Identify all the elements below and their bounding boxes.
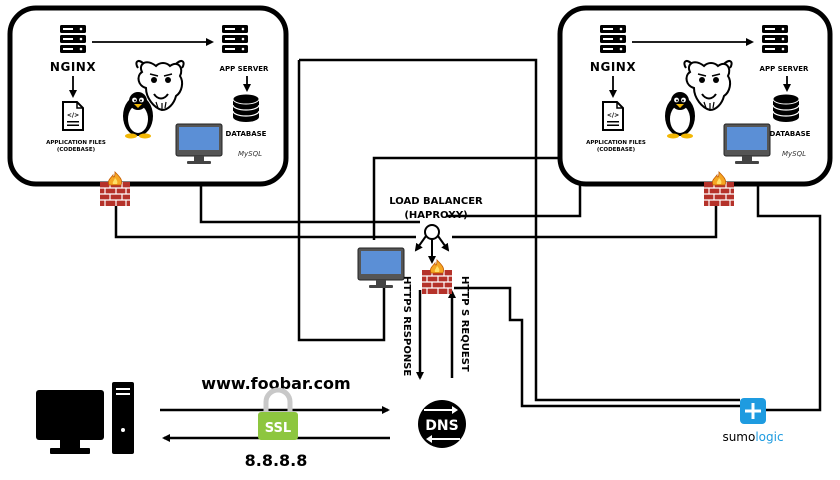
code-file-icon — [62, 101, 84, 131]
database-label: DATABASE — [226, 130, 267, 138]
app-server-label: APP SERVER — [760, 65, 810, 73]
dns-bottom-arrowhead — [426, 435, 432, 443]
load-balancer-subtitle: (HAPROXY) — [404, 210, 467, 221]
dns-server: DNS — [418, 400, 466, 448]
plus-icon — [745, 403, 761, 419]
wire-left-firewall-to-lb — [114, 205, 416, 239]
codebase-label: (CODEBASE) — [57, 147, 96, 153]
client-computer-icon — [36, 382, 134, 454]
monitor-center-icon — [357, 247, 405, 289]
domain-label: www.foobar.com — [201, 374, 350, 393]
ssl-lock-icon: SSL — [258, 387, 298, 440]
database-icon — [232, 93, 260, 123]
https-request-label: HTTP S REQUEST — [459, 276, 470, 372]
mysql-logo: MySQL — [238, 150, 262, 158]
nginx-label: NGINX — [590, 60, 636, 74]
database-icon — [772, 93, 800, 123]
sumologic-name-prefix: sumo — [722, 430, 755, 444]
sumologic-name-suffix: logic — [755, 430, 783, 444]
dns-label: DNS — [425, 418, 458, 434]
dns-top-arrowhead — [452, 406, 458, 414]
nginx-rack-icon — [60, 25, 86, 53]
server-left: NGINX APP SERVER DATABASE MySQL APPLICAT… — [7, 5, 289, 187]
wire-to-sumologic-upper — [299, 58, 740, 402]
nginx-label: NGINX — [50, 60, 96, 74]
wire-left-server-to-monitor — [297, 60, 386, 342]
ssl-label: SSL — [265, 421, 291, 436]
app-server-rack-icon — [762, 25, 788, 53]
mysql-logo: MySQL — [782, 150, 806, 158]
app-files-label: APPLICATION FILES — [586, 140, 646, 146]
server-right: NGINX APP SERVER DATABASE MySQL APPLICAT… — [557, 5, 833, 187]
lb-split-right-arrow — [437, 235, 450, 252]
codebase-label: (CODEBASE) — [597, 147, 636, 153]
https-response-label: HTTPS RESPONSE — [401, 276, 412, 376]
wire-request-to-sumologic — [454, 286, 740, 408]
lb-split-left-arrow — [414, 235, 427, 252]
wire-lb-to-right-firewall — [452, 205, 718, 239]
load-balancer: LOAD BALANCER (HAPROXY) — [389, 196, 483, 264]
app-server-rack-icon — [222, 25, 248, 53]
database-label: DATABASE — [770, 130, 811, 138]
code-file-icon — [602, 101, 624, 131]
sumologic-name: sumologic — [722, 430, 783, 444]
load-balancer-title: LOAD BALANCER — [389, 196, 483, 207]
ip-address-label: 8.8.8.8 — [245, 451, 308, 470]
app-files-label: APPLICATION FILES — [46, 140, 106, 146]
app-server-label: APP SERVER — [220, 65, 270, 73]
load-balancer-node-icon — [424, 224, 440, 240]
sumologic-logo: sumologic — [722, 398, 784, 444]
nginx-rack-icon — [600, 25, 626, 53]
firewall-center-icon — [421, 259, 453, 295]
